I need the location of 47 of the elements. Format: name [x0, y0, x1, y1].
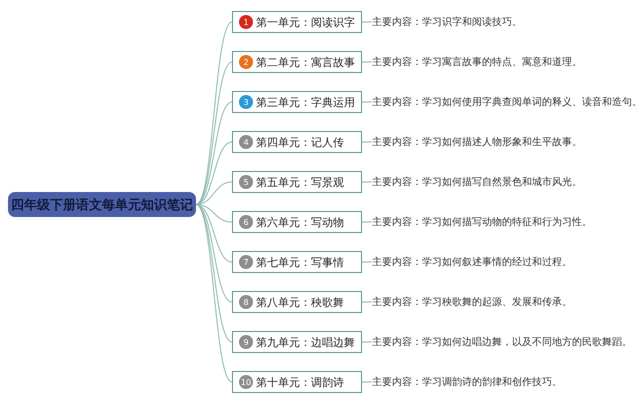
connector-line	[196, 102, 232, 205]
unit-title: 第四单元：记人传	[256, 134, 344, 150]
unit-box	[232, 251, 362, 273]
connector-line	[196, 204, 232, 342]
number-badge: 2	[239, 55, 253, 69]
number-badge: 9	[239, 335, 253, 349]
unit-box	[232, 131, 362, 153]
number-badge: 6	[239, 215, 253, 229]
unit-description: 主要内容：学习寓言故事的特点、寓意和道理。	[372, 54, 636, 70]
connector-line	[196, 62, 232, 205]
number-badge: 5	[239, 175, 253, 189]
connector-line	[196, 204, 232, 382]
unit-box	[232, 211, 362, 233]
unit-title: 第九单元：边唱边舞	[256, 334, 355, 350]
unit-description: 主要内容：学习如何描写动物的特征和行为习性。	[372, 214, 636, 230]
unit-description: 主要内容：学习如何使用字典查阅单词的释义、读音和造句。	[372, 94, 636, 110]
connector-line	[196, 22, 232, 205]
number-badge: 1	[239, 15, 253, 29]
unit-description: 主要内容：学习如何边唱边舞，以及不同地方的民歌舞蹈。	[372, 334, 636, 350]
unit-description: 主要内容：学习识字和阅读技巧。	[372, 14, 636, 30]
unit-box	[232, 171, 362, 193]
unit-title: 第一单元：阅读识字	[256, 14, 355, 30]
unit-description: 主要内容：学习调韵诗的韵律和创作技巧。	[372, 374, 636, 390]
unit-title: 第五单元：写景观	[256, 174, 344, 190]
unit-title: 第七单元：写事情	[256, 254, 344, 270]
number-badge: 10	[239, 375, 253, 389]
unit-box	[232, 371, 362, 393]
unit-box	[232, 331, 362, 353]
unit-title: 第八单元：秧歌舞	[256, 294, 344, 310]
unit-description: 主要内容：学习如何描写自然景色和城市风光。	[372, 174, 636, 190]
number-badge: 4	[239, 135, 253, 149]
central-topic: 四年级下册语文每单元知识笔记	[8, 192, 196, 217]
unit-description: 主要内容：学习如何叙述事情的经过和过程。	[372, 254, 636, 270]
unit-box	[232, 291, 362, 313]
unit-box	[232, 51, 362, 73]
unit-title: 第二单元：寓言故事	[256, 54, 355, 70]
unit-title: 第六单元：写动物	[256, 214, 344, 230]
number-badge: 8	[239, 295, 253, 309]
unit-description: 主要内容：学习如何描述人物形象和生平故事。	[372, 134, 636, 150]
number-badge: 3	[239, 95, 253, 109]
unit-title: 第十单元：调韵诗	[256, 374, 344, 390]
unit-box	[232, 11, 362, 33]
unit-box	[232, 91, 362, 113]
unit-title: 第三单元：字典运用	[256, 94, 355, 110]
number-badge: 7	[239, 255, 253, 269]
unit-description: 主要内容：学习秧歌舞的起源、发展和传承。	[372, 294, 636, 310]
connector-line	[196, 204, 232, 302]
